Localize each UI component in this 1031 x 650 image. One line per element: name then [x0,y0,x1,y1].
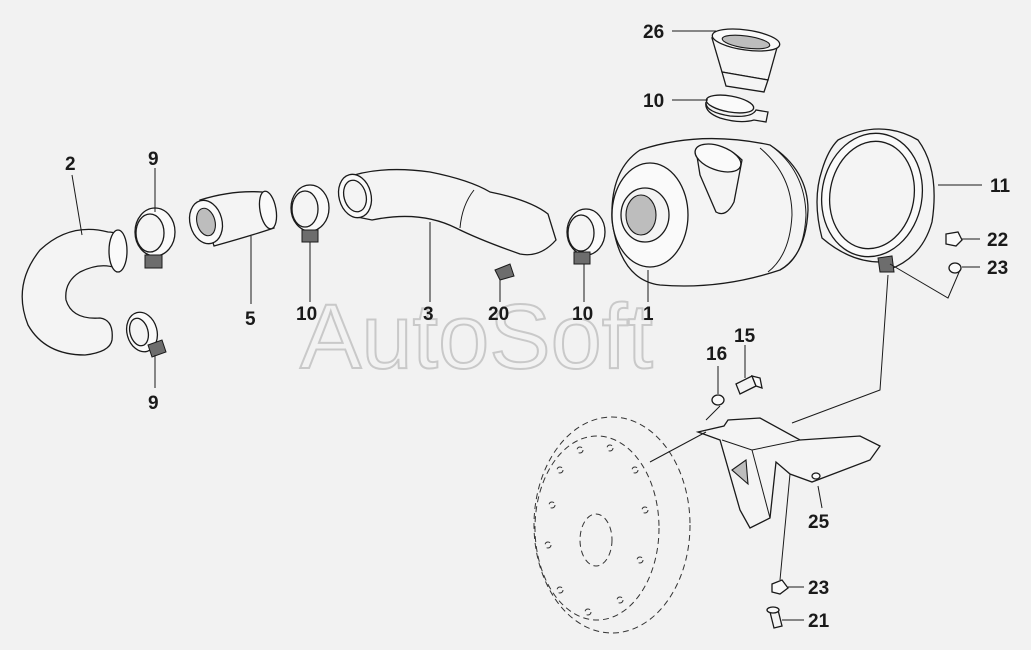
label-5: 5 [245,309,256,330]
part-5-sleeve [188,190,278,247]
label-15: 15 [734,326,756,347]
label-9-lower: 9 [148,393,159,414]
leader-lines [71,30,982,621]
label-10-left: 10 [296,304,317,325]
part-11-cover-ring [816,128,935,273]
label-16: 16 [706,344,727,365]
part-1-air-filter [611,137,809,287]
part-10-clamp-right [566,208,606,265]
part-20-clip [494,263,515,281]
part-16-nut [711,394,725,406]
label-1: 1 [643,304,654,325]
part-10-clamp-left [290,184,330,243]
label-11: 11 [990,176,1011,197]
label-10-right: 10 [572,304,593,325]
part-26-adapter [711,28,781,93]
callout-labels: 26 10 11 22 23 2 9 5 10 3 20 10 1 9 16 1… [65,22,1011,632]
part-23-washer-upper [948,262,962,274]
label-25: 25 [808,512,830,533]
flywheel-outline [533,416,691,634]
watermark-text: AutoSoft [300,286,653,388]
part-9-clamp-lower [125,311,167,358]
label-2: 2 [65,154,76,175]
part-25-bracket [695,417,881,529]
part-21-bolt [766,606,783,629]
part-3-long-hose [337,168,557,256]
part-22-nut [945,231,963,247]
label-23-upper: 23 [987,258,1008,279]
label-10-top: 10 [643,91,664,112]
part-2-curved-hose [21,228,128,356]
part-10-clamp-top [705,94,769,123]
part-15-bolt [735,375,763,395]
part-9-clamp-upper [134,207,176,269]
label-21: 21 [808,611,830,632]
label-22: 22 [987,230,1008,251]
label-26: 26 [643,22,664,43]
label-23-lower: 23 [808,578,829,599]
label-20: 20 [488,304,509,325]
part-23-washer-lower [771,579,789,595]
label-3: 3 [423,304,434,325]
label-9-upper: 9 [148,149,159,170]
